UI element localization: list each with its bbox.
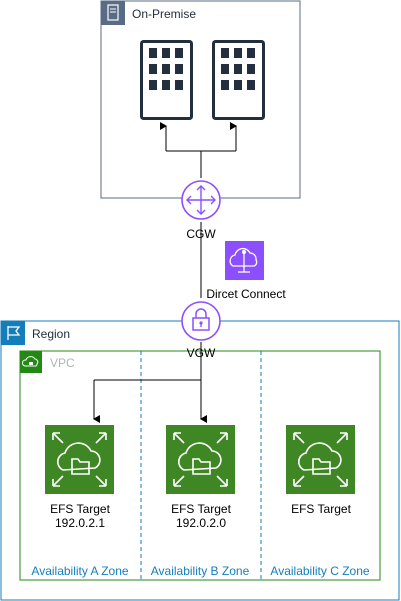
connector-vgw-efs (93, 342, 207, 423)
efs-target-ip: 192.0.2.0 (176, 516, 226, 530)
building-icon (212, 40, 265, 120)
region-title: Region (32, 327, 70, 341)
efs-icon (45, 425, 114, 494)
cgw-label: CGW (186, 227, 216, 241)
customer-gateway-icon (181, 180, 221, 220)
zone-label-c: Availability C Zone (270, 564, 369, 578)
efs-target-ip: 192.0.2.1 (55, 516, 105, 530)
vpc-title: VPC (50, 356, 75, 370)
connector-cgw-buildings (160, 122, 237, 178)
building-icon (140, 40, 193, 120)
flag-icon (1, 321, 25, 345)
efs-icon (166, 425, 235, 494)
cloud-lock-icon (20, 351, 42, 373)
vpc-group: VPC (19, 350, 381, 581)
vgw-label: VGW (187, 346, 216, 360)
efs-icon (286, 425, 355, 494)
zone-label-b: Availability B Zone (151, 564, 250, 578)
direct-connect-label: Dircet Connect (206, 287, 286, 301)
zone-label-a: Availability A Zone (31, 564, 128, 578)
efs-target-label: EFS Target (50, 502, 110, 516)
efs-target-label: EFS Target (171, 502, 231, 516)
on-premise-title: On-Premise (132, 7, 196, 21)
efs-target-label: EFS Target (291, 502, 351, 516)
vpn-gateway-icon (181, 301, 221, 341)
direct-connect-icon (225, 241, 264, 280)
server-icon (101, 1, 125, 25)
